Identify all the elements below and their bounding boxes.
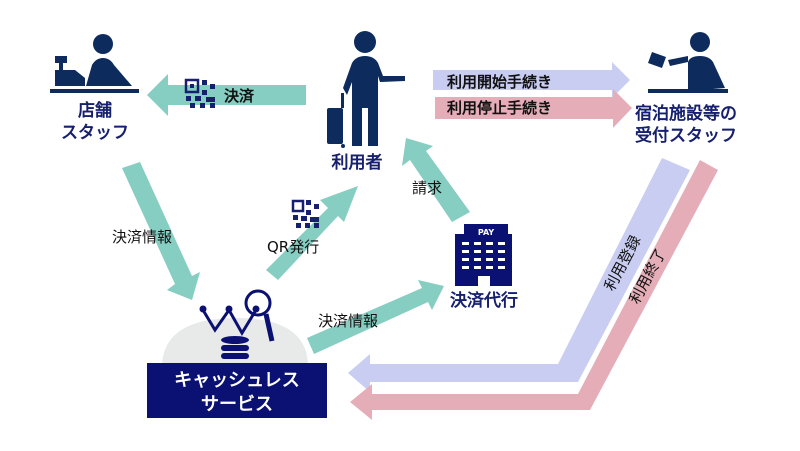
qr-code-icon-2 [291,199,319,228]
hotel-staff-icon [648,32,728,93]
start-procedure-arrow [433,62,630,98]
payment-info-label-right: 決済情報 [318,312,378,330]
stop-procedure-label: 利用停止手続き [447,99,552,117]
payment-info-label-left: 決済情報 [112,228,172,246]
database-icon [221,336,249,359]
user-label: 利用者 [332,152,383,173]
cashless-service-label-2: サービス [201,394,273,415]
registration-arrow [348,158,690,392]
payment-arrow [147,74,306,116]
hotel-staff-label-2: 受付スタッフ [635,125,737,146]
qr-issue-label: QR発行 [267,238,319,256]
payment-label: 決済 [224,87,255,105]
store-staff-icon [50,34,139,93]
payment-agent-label: 決済代行 [450,290,518,311]
store-staff-label-2: スタッフ [61,123,129,143]
analytics-dots [199,305,260,313]
start-procedure-label: 利用開始手続き [447,73,552,91]
cashless-service-label-1: キャッシュレス [174,370,300,391]
store-staff-label-1: 店舗 [78,100,112,121]
stop-procedure-arrow [435,89,632,128]
cashless-service-box [147,363,327,418]
hotel-staff-label-1: 宿泊施設等の [635,103,737,124]
qr-issue-arrow [266,186,358,280]
billing-arrow [402,138,470,222]
payment-info-arrow-store [122,162,200,300]
building-windows [462,242,505,286]
qr-code-icon [184,78,215,108]
termination-arrow [350,160,718,420]
billing-label: 請求 [412,179,442,197]
payment-info-arrow-agent [307,280,444,354]
user-with-luggage-icon [327,31,405,148]
pay-sign: PAY [478,228,495,237]
